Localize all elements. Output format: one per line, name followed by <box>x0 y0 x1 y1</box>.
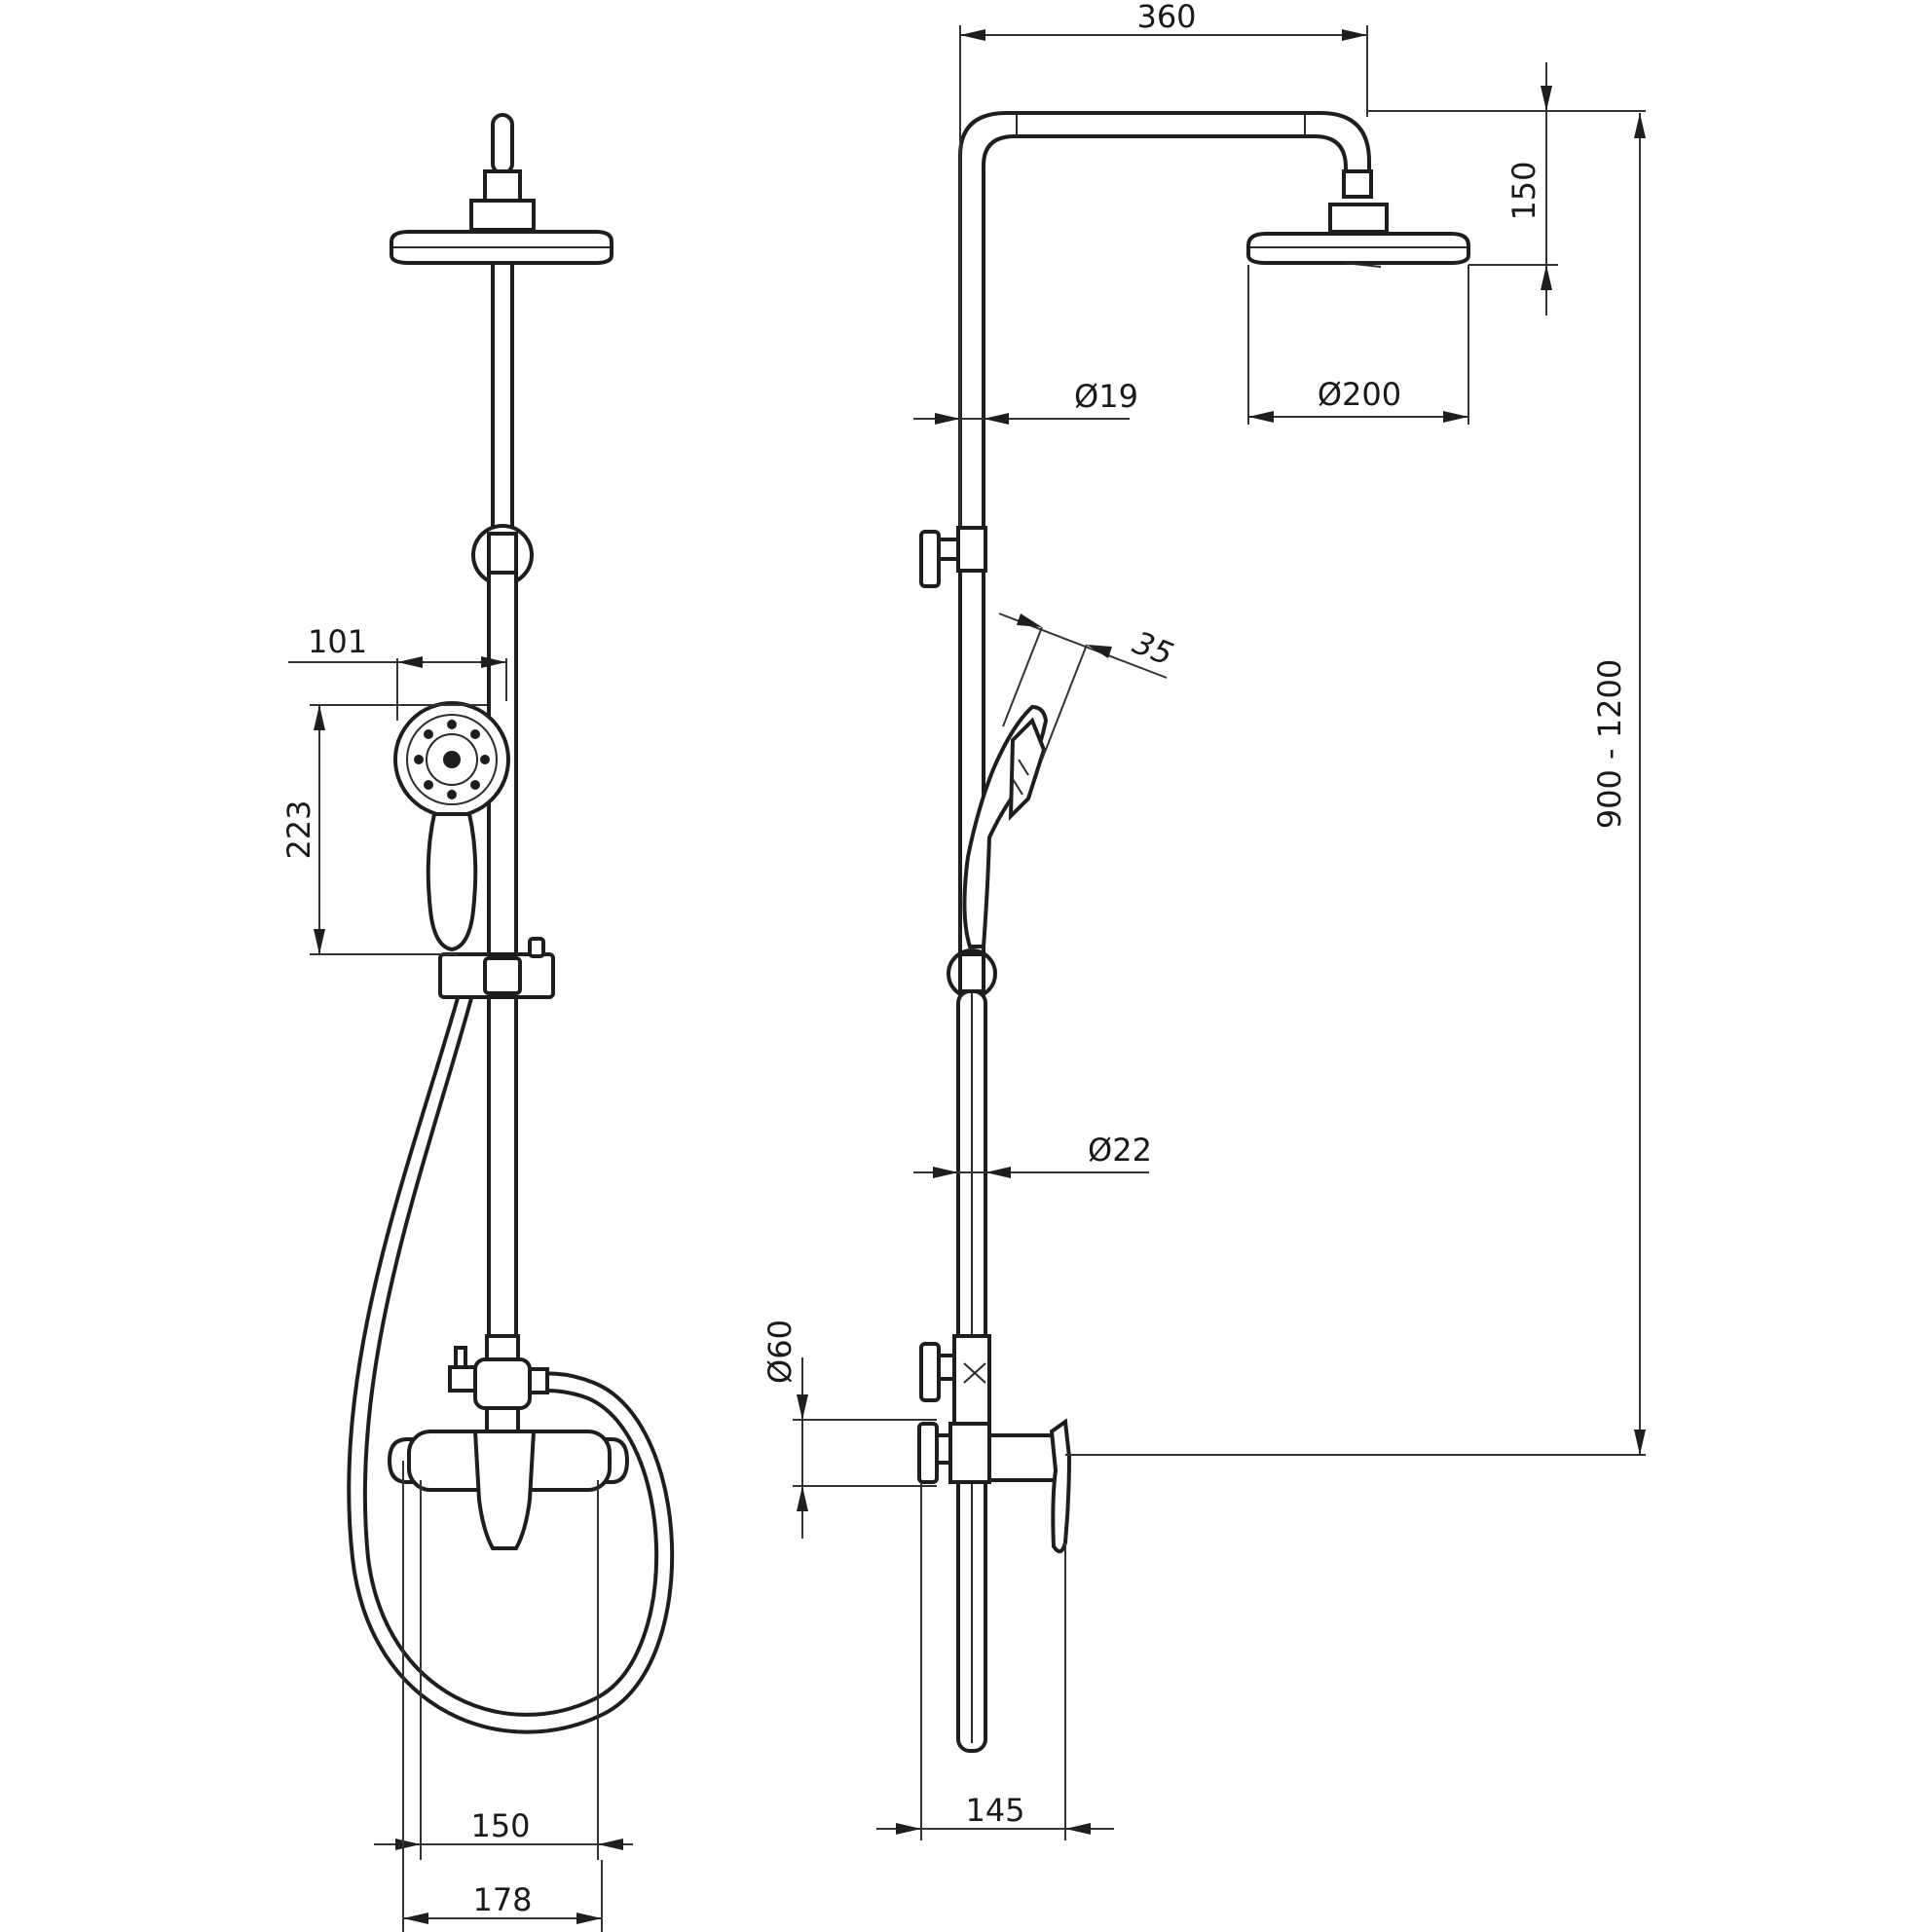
front-mixer-lever <box>472 1430 537 1550</box>
dim-arm-length: 360 <box>1136 0 1196 35</box>
side-dimensions: 360 150 Ø19 Ø200 35 900 - 1200 <box>762 0 1646 1840</box>
side-upper-knob <box>919 530 941 588</box>
dim-head-drop: 150 <box>1505 161 1542 220</box>
dim-wall-projection: 145 <box>965 1792 1024 1829</box>
dim-connector-diameter: Ø60 <box>762 1319 799 1384</box>
front-dimensions: 101 223 150 178 <box>280 623 633 1932</box>
side-diverter <box>952 1334 991 1426</box>
front-diverter-body <box>473 1357 532 1410</box>
side-view <box>917 111 1470 1753</box>
front-view <box>347 113 675 1734</box>
front-nut <box>483 169 522 203</box>
front-hose <box>347 996 675 1734</box>
dim-column-height: 900 - 1200 <box>1591 659 1628 829</box>
dim-pipe-lower-diameter: Ø22 <box>1088 1132 1152 1169</box>
side-diverter-knob <box>919 1342 941 1402</box>
dim-mixer-outer-width: 178 <box>472 1881 532 1918</box>
side-head-connector <box>1328 203 1389 234</box>
dim-hand-shower-length: 223 <box>280 799 317 859</box>
front-bracket-sleeve <box>487 532 518 575</box>
dim-head-diameter: Ø200 <box>1318 376 1401 413</box>
dim-hand-shower-offset: 101 <box>308 623 367 660</box>
dim-pipe-upper-diameter: Ø19 <box>1074 378 1138 415</box>
front-head-connector <box>469 199 536 232</box>
hand-shower-nozzles <box>414 720 490 799</box>
front-hand-shower-handle <box>426 812 478 952</box>
side-mixer-base <box>948 1422 991 1484</box>
front-diverter-knob <box>448 1365 477 1393</box>
side-head-nut <box>1342 169 1373 199</box>
side-mixer-lever <box>1049 1418 1072 1554</box>
side-shower-arm <box>958 111 1371 547</box>
side-upper-bracket <box>956 526 987 573</box>
front-upper-pipe <box>491 261 514 547</box>
front-nozzle <box>491 113 514 175</box>
front-diverter-top <box>485 1334 520 1361</box>
side-mixer-knob <box>917 1422 939 1484</box>
dim-mixer-inner-width: 150 <box>470 1807 530 1844</box>
